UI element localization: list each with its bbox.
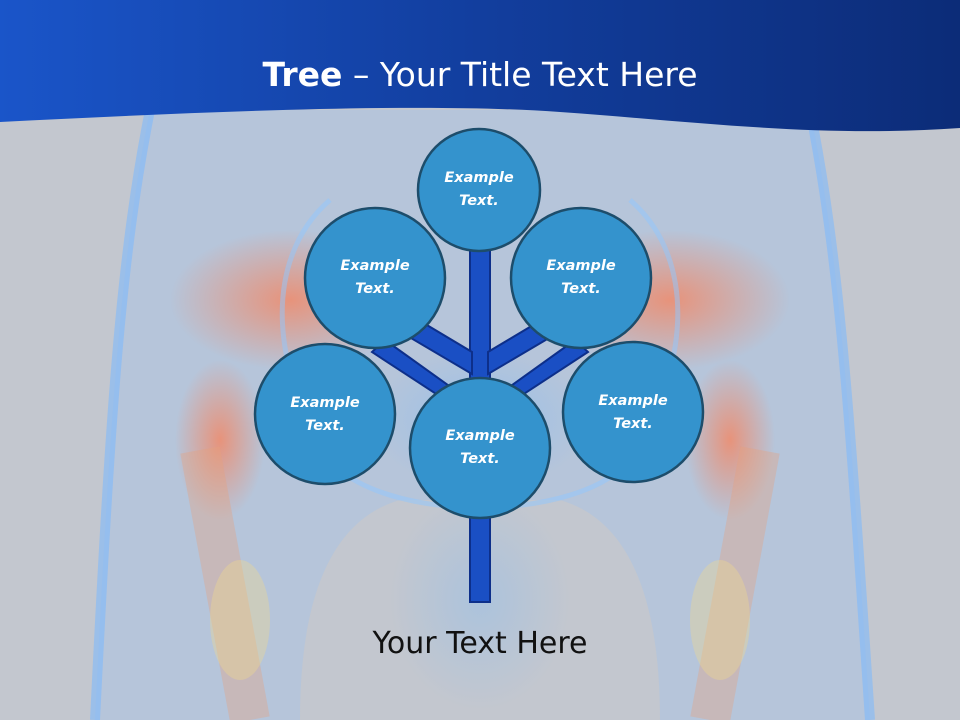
node-center-line2: Text. — [460, 451, 500, 467]
slide-title: Tree – Your Title Text Here — [0, 52, 960, 98]
node-top-line2: Text. — [459, 193, 499, 209]
node-lower-left-line1: Example — [290, 395, 360, 411]
node-lower-left-circle — [253, 342, 397, 486]
node-top-label: Example Text. — [419, 167, 539, 213]
node-center-label: Example Text. — [420, 425, 540, 471]
node-upper-right-line1: Example — [546, 258, 616, 274]
tree-nodes — [253, 127, 705, 520]
node-upper-left-line2: Text. — [355, 281, 395, 297]
node-center-circle — [408, 376, 552, 520]
node-upper-left-circle — [303, 206, 447, 350]
node-lower-left-label: Example Text. — [265, 392, 385, 438]
node-upper-left-label: Example Text. — [315, 255, 435, 301]
node-lower-right-line2: Text. — [613, 416, 653, 432]
node-lower-right-label: Example Text. — [573, 390, 693, 436]
header-band — [0, 0, 960, 132]
node-upper-right-circle — [509, 206, 653, 350]
node-upper-left-line1: Example — [340, 258, 410, 274]
footer-text: Your Text Here — [372, 626, 588, 661]
node-lower-right-circle — [561, 340, 705, 484]
node-center-line1: Example — [445, 428, 515, 444]
node-top-line1: Example — [444, 170, 514, 186]
node-upper-right-line2: Text. — [561, 281, 601, 297]
node-lower-left-line2: Text. — [305, 418, 345, 434]
node-lower-right-line1: Example — [598, 393, 668, 409]
title-bold: Tree — [262, 55, 343, 94]
node-top-circle — [416, 127, 542, 253]
title-rest: – Your Title Text Here — [342, 55, 698, 94]
node-upper-right-label: Example Text. — [521, 255, 641, 301]
